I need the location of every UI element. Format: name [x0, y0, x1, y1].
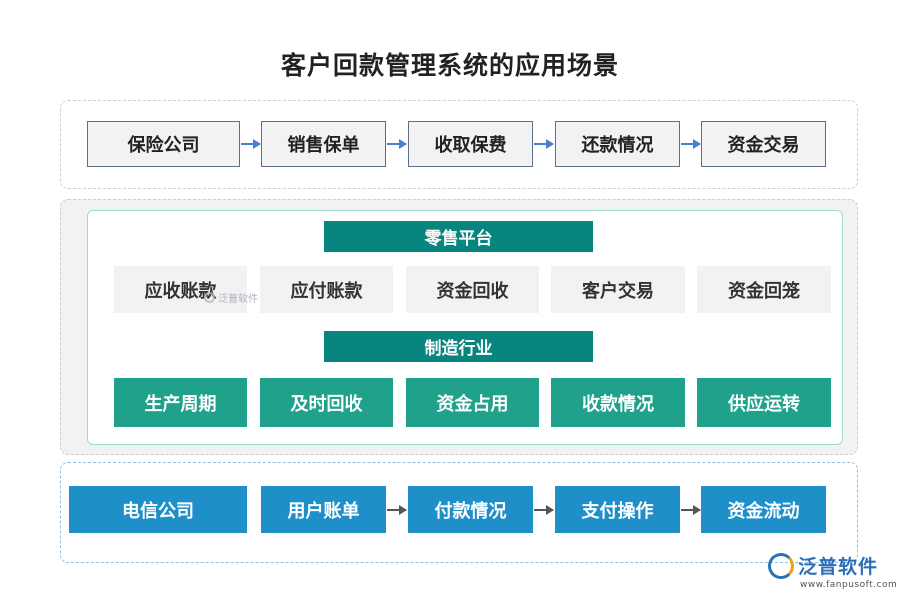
brand-name: 泛普软件: [798, 556, 879, 578]
insurance-panel: [60, 100, 858, 189]
arrow-right-icon: [534, 505, 554, 515]
telecom-box-0: 电信公司: [69, 486, 247, 533]
telecom-panel: [60, 462, 858, 563]
manufacturing-header: 制造行业: [324, 331, 593, 362]
brand-logo: 泛普软件: [768, 552, 878, 579]
insurance-box-0: 保险公司: [87, 121, 240, 167]
retail-header: 零售平台: [324, 221, 593, 252]
telecom-box-3: 支付操作: [555, 486, 680, 533]
arrow-right-icon: [387, 505, 407, 515]
retail-item-0: 应收账款: [114, 266, 247, 313]
watermark-small: 泛普软件: [204, 290, 258, 305]
arrow-right-icon: [681, 139, 701, 149]
logo-icon: [768, 552, 794, 579]
insurance-box-3: 还款情况: [555, 121, 680, 167]
brand-url: www.fanpusoft.com: [800, 580, 898, 590]
arrow-right-icon: [387, 139, 407, 149]
arrow-right-icon: [534, 139, 554, 149]
telecom-box-2: 付款情况: [408, 486, 533, 533]
manufacturing-item-1: 及时回收: [260, 378, 393, 427]
watermark-small-text: 泛普软件: [218, 294, 258, 305]
arrow-right-icon: [241, 139, 261, 149]
telecom-box-1: 用户账单: [261, 486, 386, 533]
logo-icon: [204, 292, 215, 303]
insurance-box-1: 销售保单: [261, 121, 386, 167]
manufacturing-item-4: 供应运转: [697, 378, 831, 427]
retail-item-3: 客户交易: [551, 266, 685, 313]
insurance-box-4: 资金交易: [701, 121, 826, 167]
retail-item-1: 应付账款: [260, 266, 393, 313]
page-title: 客户回款管理系统的应用场景: [280, 51, 619, 80]
retail-item-2: 资金回收: [406, 266, 539, 313]
manufacturing-item-0: 生产周期: [114, 378, 247, 427]
manufacturing-item-3: 收款情况: [551, 378, 685, 427]
manufacturing-item-2: 资金占用: [406, 378, 539, 427]
arrow-right-icon: [681, 505, 701, 515]
retail-item-4: 资金回笼: [697, 266, 831, 313]
telecom-box-4: 资金流动: [701, 486, 826, 533]
insurance-box-2: 收取保费: [408, 121, 533, 167]
